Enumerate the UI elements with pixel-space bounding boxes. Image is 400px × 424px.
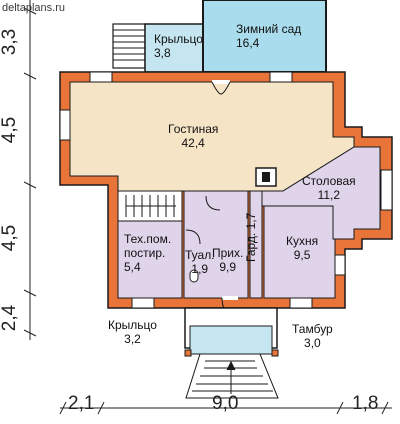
porch-post-right bbox=[271, 349, 279, 357]
toilet-wc bbox=[189, 269, 199, 283]
porch-post-left bbox=[184, 349, 192, 357]
dim-v-1: 3,3 bbox=[0, 28, 20, 56]
dim-v-3: 4,5 bbox=[0, 224, 20, 252]
interior-stairs bbox=[125, 195, 176, 217]
room-label-wardrobe: Гард. 1,7 bbox=[244, 212, 258, 262]
front-steps bbox=[185, 353, 279, 399]
dim-h-1: 2,1 bbox=[68, 393, 95, 414]
dim-h-3: 1,8 bbox=[352, 393, 379, 414]
room-fill-wardrobe bbox=[249, 190, 263, 299]
stove-hood bbox=[262, 172, 270, 182]
room-fill-winter-garden bbox=[202, 0, 327, 73]
room-fill-tech bbox=[117, 220, 183, 299]
room-fill-porch-bottom bbox=[189, 325, 273, 355]
room-label-hall: Прих.9,9 bbox=[212, 246, 244, 274]
dimension-lines bbox=[23, 0, 392, 415]
dim-v-4: 2,4 bbox=[0, 304, 20, 332]
room-label-tech: Тех.пом.постир.5,4 bbox=[124, 232, 172, 274]
top-porch-stairs bbox=[112, 23, 146, 69]
windows bbox=[59, 71, 393, 309]
room-fill-kitchen bbox=[263, 205, 336, 299]
doors bbox=[185, 80, 239, 317]
room-label-toilet: Туал.1,9 bbox=[185, 248, 215, 276]
watermark: deltaplans.ru bbox=[2, 2, 65, 14]
dim-h-2: 9,0 bbox=[212, 393, 239, 414]
room-fill-porch-top bbox=[144, 23, 204, 73]
dim-v-2: 4,5 bbox=[0, 116, 20, 144]
